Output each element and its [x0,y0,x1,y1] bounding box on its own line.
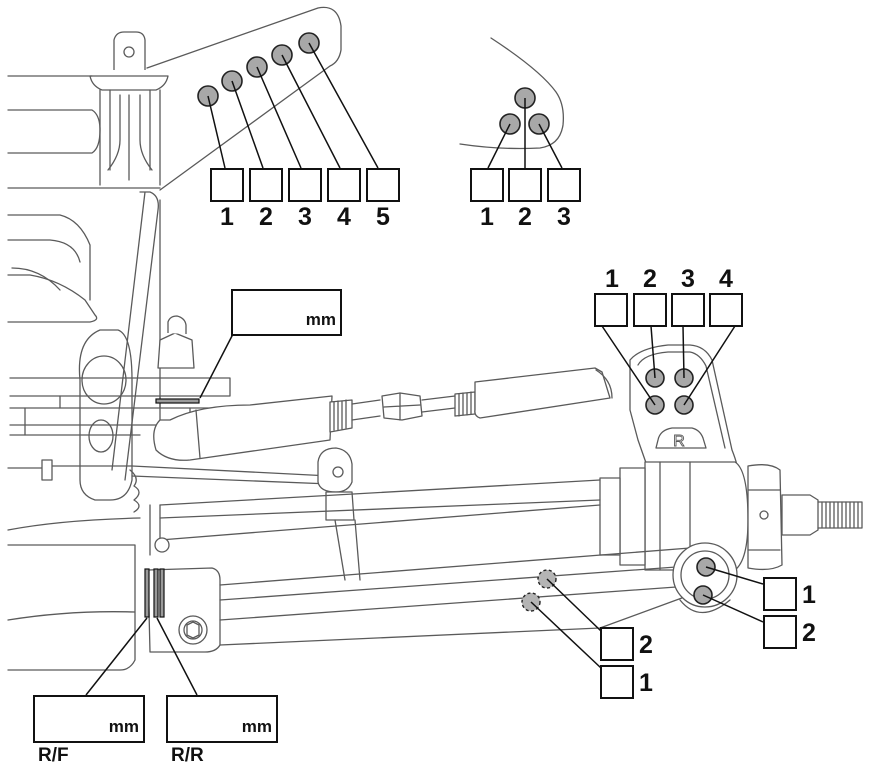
chassis-pos-3-input[interactable] [547,168,581,202]
rf-spacer-input[interactable]: mm [33,695,145,743]
rf-spacer-unit: mm [108,717,139,736]
arm-inner-pos-2-input[interactable] [600,627,634,661]
camber-shim [155,398,200,404]
rr-shim-a [153,568,159,618]
rr-spacer-unit: mm [241,717,272,736]
arm-outer-pos-2-input[interactable] [763,615,797,649]
hub-pos-1-label: 1 [605,265,619,293]
leader-lines [85,42,764,696]
chassis-pos-2-label: 2 [518,203,532,231]
chassis-pos-1-label: 1 [480,203,494,231]
tower-pos-3-input[interactable] [288,168,322,202]
camber-shim-input[interactable]: mm [231,289,342,336]
rr-spacer-label: R/R [171,745,204,766]
tower-pos-1-input[interactable] [210,168,244,202]
hub-side-marking: R [673,433,685,450]
arm-inner-holes [521,569,557,612]
hub-pos-2-input[interactable] [633,293,667,327]
steering-rod [131,447,601,581]
rr-shim-b [159,568,165,618]
hub-pos-4-input[interactable] [709,293,743,327]
tower-pos-3-label: 3 [298,203,312,231]
chassis-pos-1-input[interactable] [470,168,504,202]
camber-shim-unit: mm [305,310,336,329]
hub-pos-2-label: 2 [643,265,657,293]
tower-pos-2-input[interactable] [249,168,283,202]
arm-inner-pos-1-input[interactable] [600,665,634,699]
arm-inner-pos-2-label: 2 [639,631,653,659]
tower-pos-1-label: 1 [220,203,234,231]
tower-pos-5-input[interactable] [366,168,400,202]
arm-outer-pos-1-label: 1 [802,581,816,609]
chassis-pos-2-input[interactable] [508,168,542,202]
hub-pos-3-input[interactable] [671,293,705,327]
rf-shim [144,568,150,618]
hub-pos-4-label: 4 [719,265,733,293]
rf-spacer-label: R/F [38,745,69,766]
hub-pos-1-input[interactable] [594,293,628,327]
tower-pos-5-label: 5 [376,203,390,231]
hub-pos-3-label: 3 [681,265,695,293]
rr-spacer-input[interactable]: mm [166,695,278,743]
chassis-pos-3-label: 3 [557,203,571,231]
tower-pos-4-input[interactable] [327,168,361,202]
hub-carrier: R [599,344,863,571]
camber-link [153,367,613,461]
tower-pos-4-label: 4 [337,203,351,231]
arm-outer-pos-1-input[interactable] [763,577,797,611]
tower-pos-2-label: 2 [259,203,273,231]
shock-tower [7,6,342,481]
arm-outer-pos-2-label: 2 [802,619,816,647]
arm-inner-pos-1-label: 1 [639,669,653,697]
